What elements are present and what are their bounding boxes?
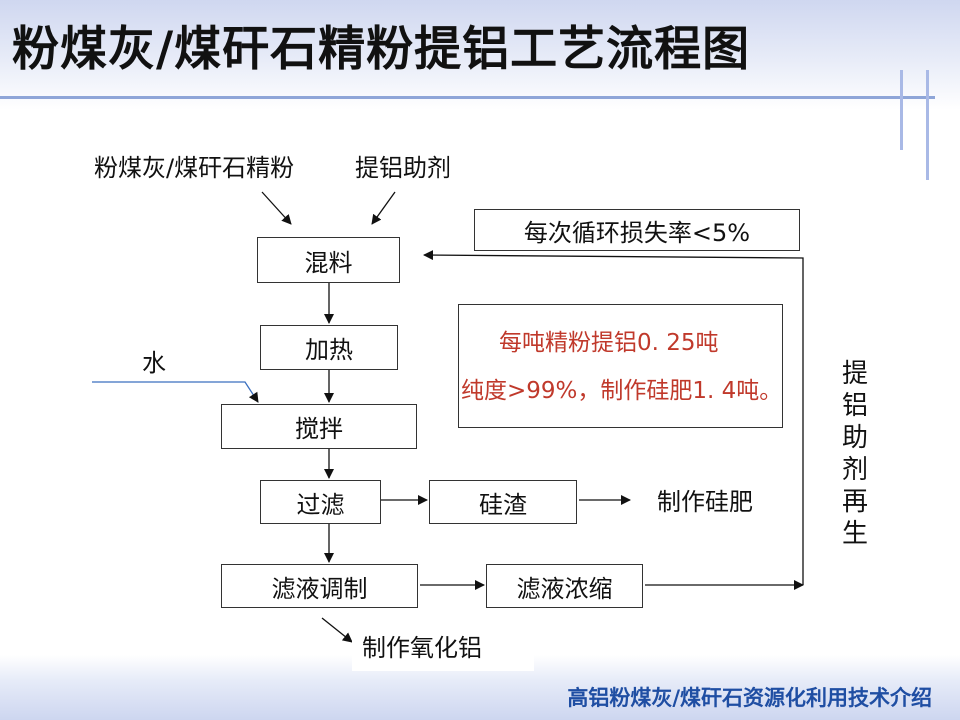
arrow-additive-to-mix <box>371 191 396 225</box>
step-filtrate-concentrate: 滤液浓缩 <box>486 564 643 608</box>
step-silica-residue: 硅渣 <box>429 480 577 524</box>
step-filtrate-adjust: 滤液调制 <box>221 564 418 608</box>
loss-rate-note: 每次循环损失率<5% <box>474 209 800 251</box>
step-filtering: 过滤 <box>260 480 381 524</box>
page-title: 粉煤灰/煤矸石精粉提铝工艺流程图 <box>12 22 751 77</box>
yield-note-line-2: 纯度>99%，制作硅肥1. 4吨。 <box>461 378 783 404</box>
arrow-adjust-to-alumina <box>321 617 353 643</box>
decor-line <box>900 70 903 150</box>
step-heating: 加热 <box>260 325 398 370</box>
input-raw-material: 粉煤灰/煤矸石精粉 <box>94 154 295 182</box>
arrow-raw-to-mix <box>261 191 292 225</box>
input-water: 水 <box>142 349 166 377</box>
title-divider <box>0 96 935 99</box>
yield-note-line-1: 每吨精粉提铝0. 25吨 <box>499 330 719 356</box>
step-mixing: 混料 <box>257 237 400 283</box>
yield-note: 每吨精粉提铝0. 25吨 纯度>99%，制作硅肥1. 4吨。 <box>458 304 783 428</box>
header-band <box>0 0 960 110</box>
decor-line <box>926 70 929 180</box>
footer-caption: 高铝粉煤灰/煤矸石资源化利用技术介绍 <box>567 686 932 710</box>
arrow-water-to-stir <box>92 381 259 403</box>
output-alumina: 制作氧化铝 <box>352 624 534 671</box>
input-additive: 提铝助剂 <box>355 154 451 182</box>
step-stirring: 搅拌 <box>221 404 417 449</box>
output-silicon-fertilizer: 制作硅肥 <box>643 478 767 521</box>
arrow-recycle-to-mix <box>423 250 804 585</box>
recycle-label: 提铝助剂再生 <box>833 358 877 550</box>
